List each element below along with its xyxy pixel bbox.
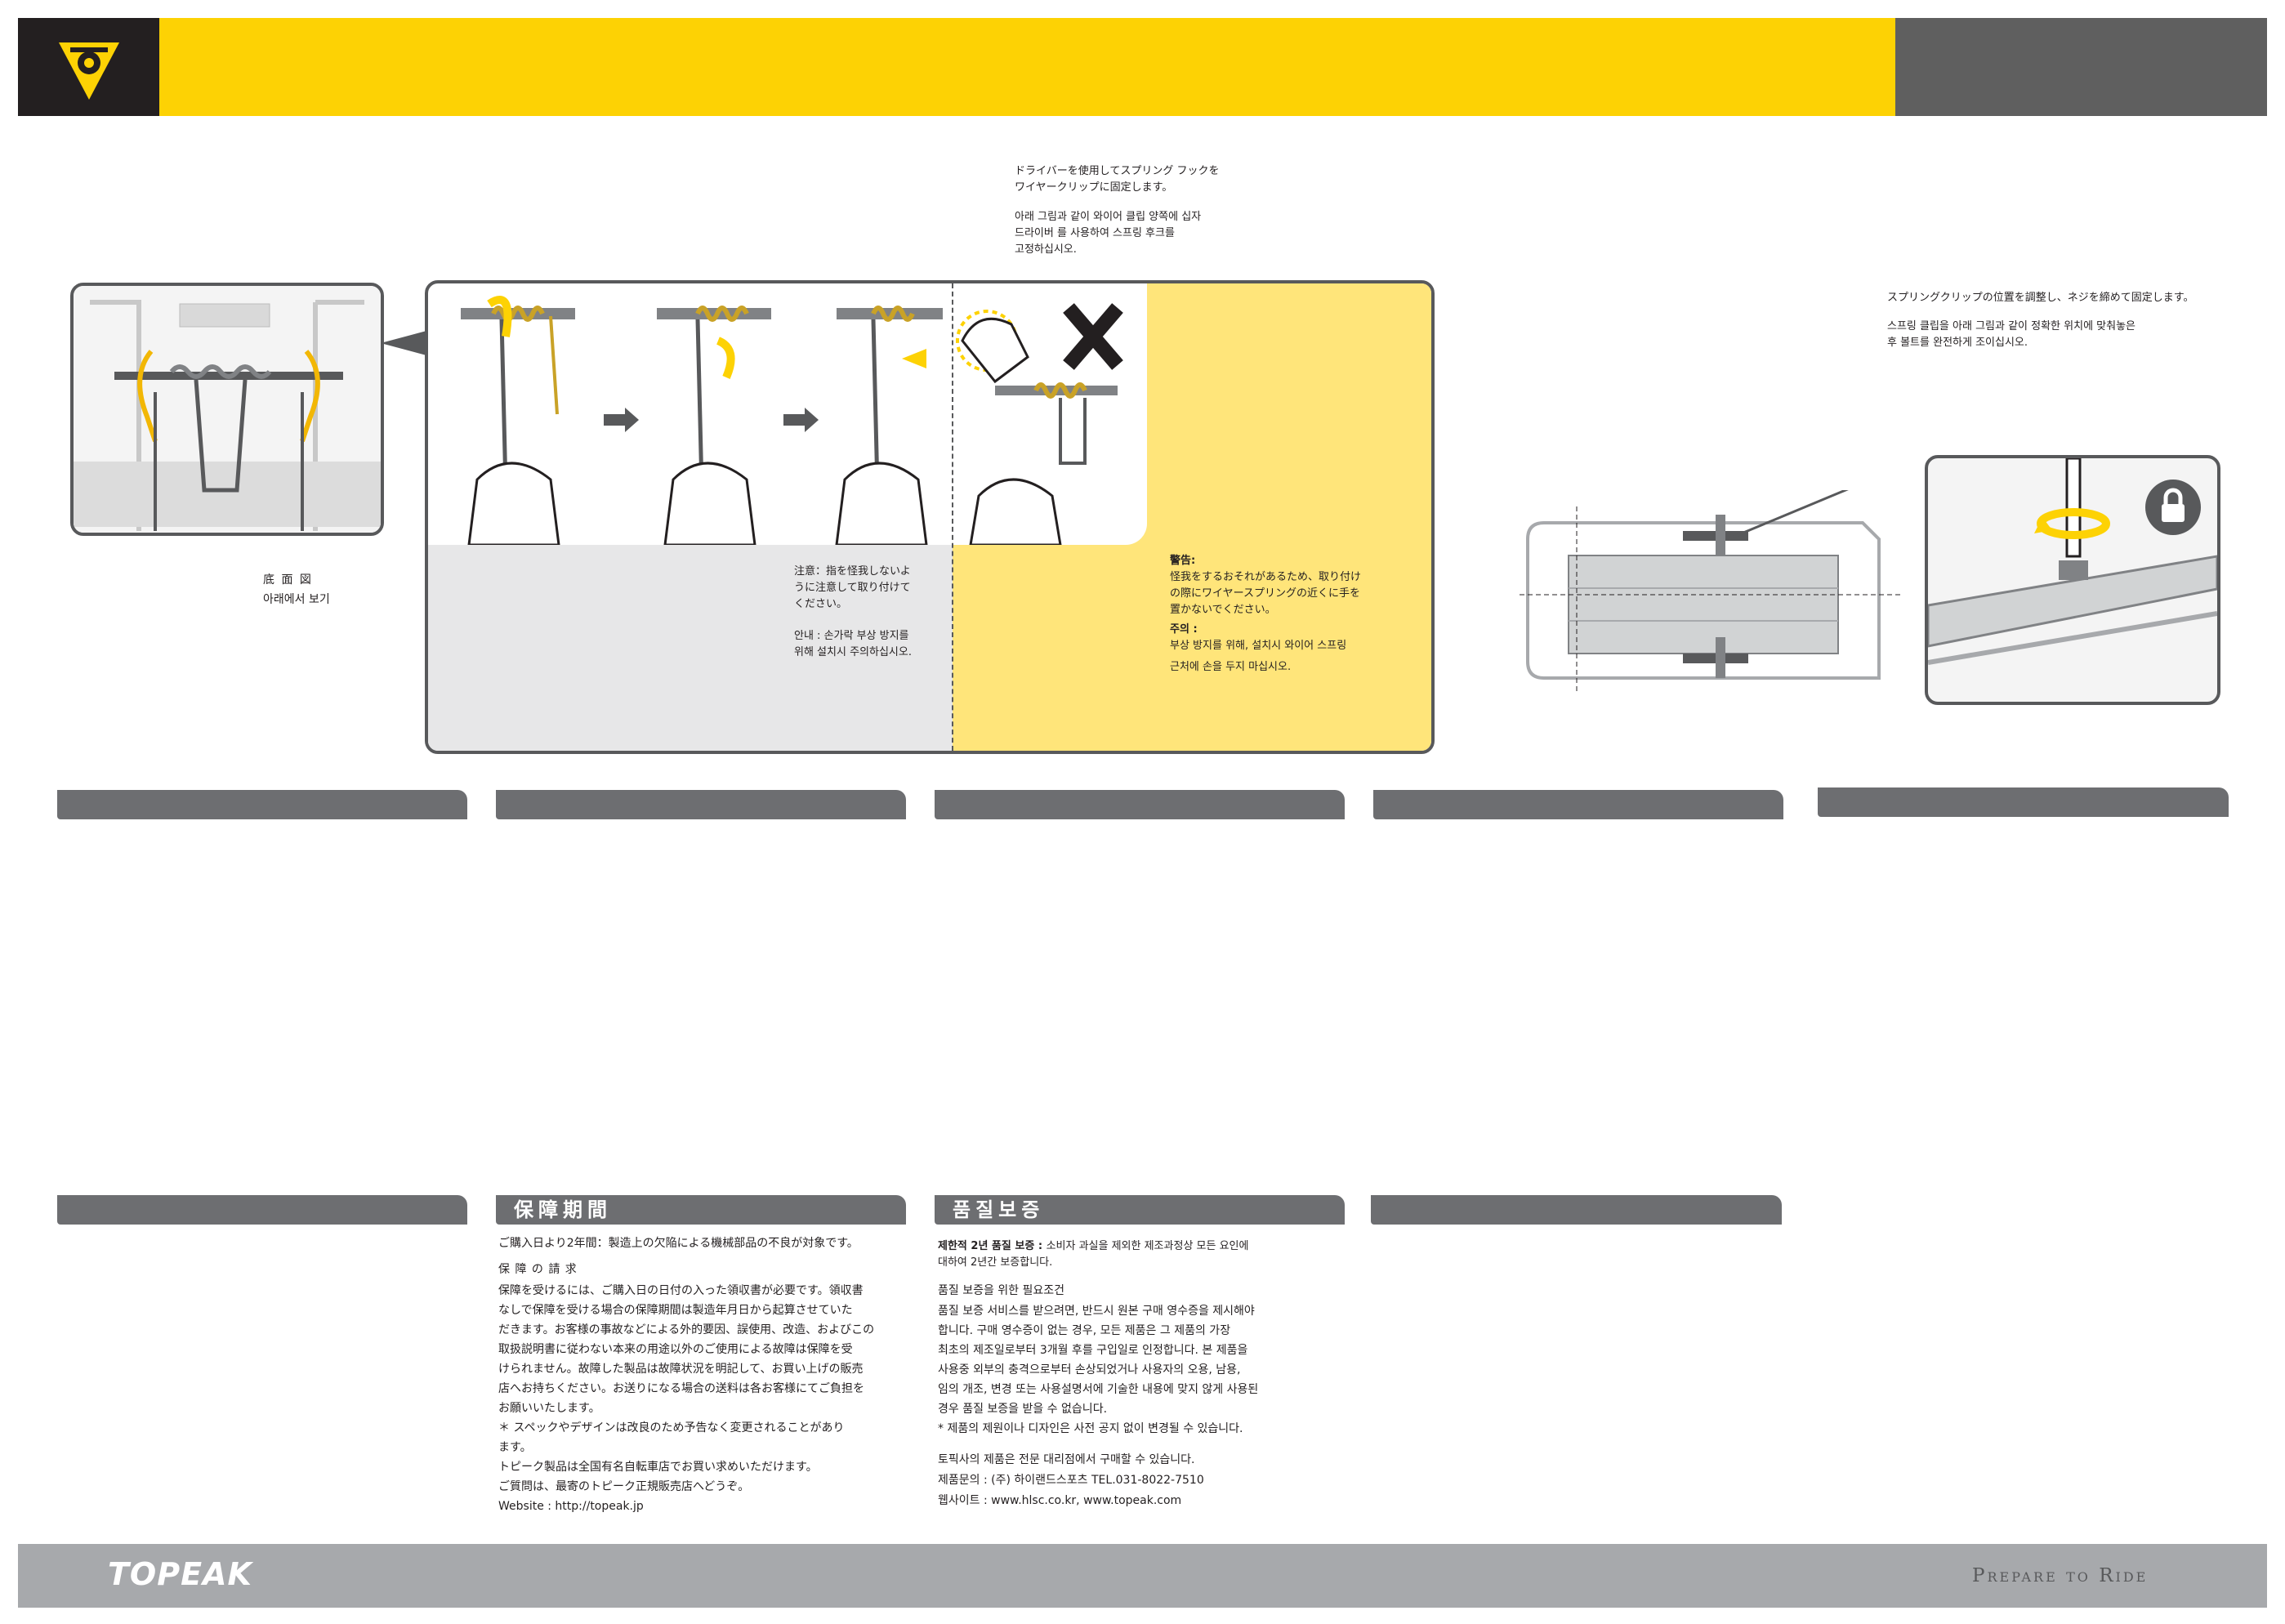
section-tab-5 [1818,787,2229,817]
warranty-kr-intro: 제한적 2년 품질 보증 : 소비자 과실을 제외한 제조과정상 모든 요인에 … [938,1240,1249,1269]
footer-topeak-logo: TOPEAK [108,1556,252,1592]
right-instruction-kr: 스프링 클립을 아래 그림과 같이 정확한 위치에 맞춰놓은 후 볼트를 완전하… [1887,320,2136,349]
topeak-logo-icon [59,42,119,100]
warranty-jp-subtitle: 保 障 の 請 求 [498,1263,578,1276]
installation-steps-box: 注意：指を怪我しないよ うに注意して取り付けて ください。 안내 : 손가락 부… [425,280,1435,754]
step-arrow-2 [783,408,819,432]
warranty-kr-body: 품질 보증 서비스를 받으려면, 반드시 원본 구매 영수증을 제시해야 합니다… [938,1305,1259,1435]
footer-tagline: Prepare to Ride [1972,1565,2149,1586]
header-gray-bar [1895,18,2267,116]
caution-text-jp: 注意：指を怪我しないよ うに注意して取り付けて ください。 [794,565,911,610]
wrong-way-illustration [956,303,1123,545]
bottom-view-illustration [70,283,384,536]
warranty-kr-tab: 품질보증 [935,1195,1345,1225]
bottom-view-label-jp: 底 面 図 [263,573,313,587]
lock-icon [2145,480,2201,535]
header-yellow-bar [159,18,1895,116]
clip-bottom [1683,637,1748,678]
rack-top-view-illustration [1520,490,1903,694]
warranty-jp-tab: 保障期間 [496,1195,906,1225]
callout-pointer [381,331,426,355]
section-tab-6 [57,1195,467,1225]
bolt-detail-illustration [1925,455,2220,705]
warranty-kr-contact: 토픽사의 제품은 전문 대리점에서 구매할 수 있습니다. 제품문의 : (주)… [938,1453,1204,1507]
bottom-view-drawing [74,286,381,533]
section-tab-9 [1371,1195,1782,1225]
caution-text-kr: 안내 : 손가락 부상 방지를 위해 설치시 주의하십시오. [794,630,912,658]
caution-zone [428,545,953,751]
wrong-x-icon [1063,303,1123,370]
right-instruction-jp: スプリングクリップの位置を調整し、ネジを締めて固定します。 [1887,292,2194,304]
bottom-view-label-kr: 아래에서 보기 [263,593,330,606]
dashed-divider [952,283,953,751]
steps-illustration [461,296,943,545]
section-tab-4 [1373,790,1783,819]
footer-bar [18,1544,2267,1608]
top-instruction-jp: ドライバーを使用してスプリング フックを ワイヤークリップに固定します。 [1015,165,1220,194]
step-2-drawing [657,306,771,545]
top-instruction-kr: 아래 그림과 같이 와이어 클립 양쪽에 십자 드라이버 를 사용하여 스프링 … [1015,211,1202,256]
section-tab-2 [496,790,906,819]
step-3-drawing [835,306,943,545]
step-1-drawing [461,296,575,545]
logo-box [18,18,159,116]
warranty-jp-intro: ご購入日より2年間：製造上の欠陥による機械部品の不良が対象です。 [498,1237,859,1250]
warning-text-kr: 주의 : 부상 방지를 위해, 설치시 와이어 스프링 근처에 손을 두지 마십… [1170,623,1347,673]
step-arrow-1 [604,408,639,432]
warranty-jp-body: 保障を受けるには、ご購入日の日付の入った領収書が必要です。領収書 なしで保障を受… [498,1284,875,1513]
section-tab-1 [57,790,467,819]
warranty-kr-subtitle: 품질 보증을 위한 필요조건 [938,1284,1065,1297]
bolt-detail-drawing [1928,458,2217,665]
warning-text-jp: 警告: 怪我をするおそれがあるため、取り付け の際にワイヤースプリングの近くに手… [1170,555,1362,616]
section-tab-3 [935,790,1345,819]
